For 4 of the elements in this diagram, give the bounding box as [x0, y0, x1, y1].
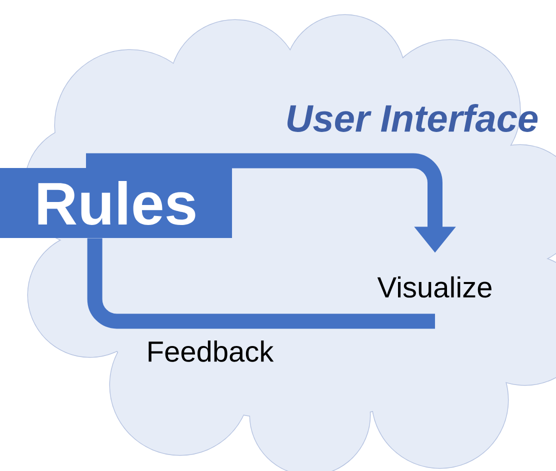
edge-label: Feedback	[148, 340, 274, 362]
node-label: Rules	[38, 180, 196, 226]
rules-box: Rules	[0, 168, 232, 238]
text-label: Visualize	[377, 276, 492, 298]
